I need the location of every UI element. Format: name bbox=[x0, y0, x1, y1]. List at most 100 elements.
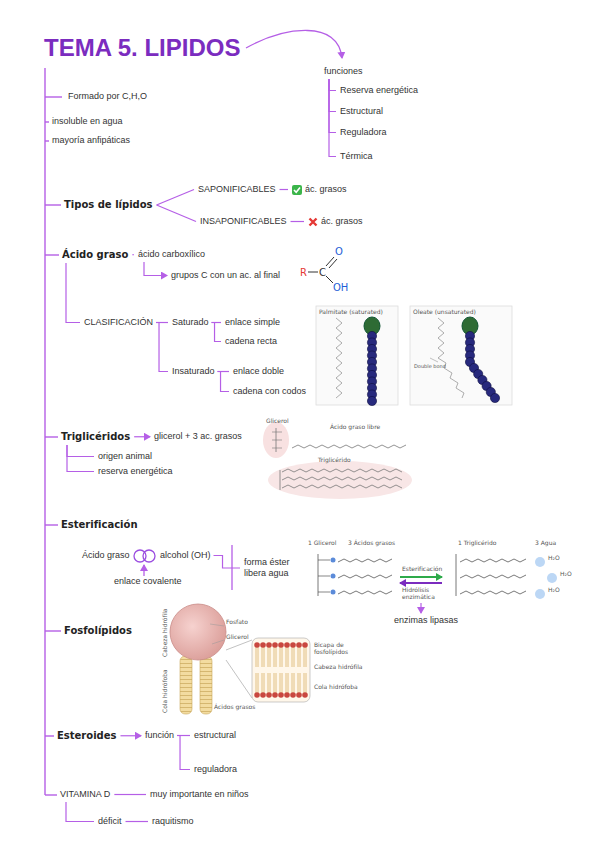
mind-map-node: Formado por C,H,O bbox=[66, 90, 149, 103]
lipid-tail bbox=[294, 673, 295, 693]
lipid-head bbox=[260, 642, 266, 648]
node-text: muy importante en niños bbox=[150, 789, 249, 799]
node-text: ácido carboxílico bbox=[138, 249, 205, 259]
mind-map-node: cadena con codos bbox=[231, 385, 308, 398]
node-text: enlace simple bbox=[225, 317, 280, 327]
lipid-head bbox=[296, 642, 302, 648]
figure-label: Triglicérido bbox=[318, 457, 351, 464]
tree-connector bbox=[329, 79, 336, 132]
node-text: mayoría anfipáticas bbox=[52, 135, 130, 145]
mind-map-node: ác. grasos bbox=[290, 183, 349, 196]
mind-map-node: Esterificación bbox=[59, 518, 140, 532]
lipid-tail bbox=[268, 673, 269, 693]
lipid-head bbox=[254, 692, 260, 698]
node-text: estructural bbox=[194, 730, 236, 740]
mind-map-node: grupos C con un ac. al final bbox=[169, 269, 282, 282]
lipid-head bbox=[302, 692, 308, 698]
tree-connector bbox=[132, 254, 134, 255]
mind-map-node: Estructural bbox=[338, 105, 385, 118]
spine bbox=[45, 68, 62, 795]
lipid-tail bbox=[292, 673, 293, 693]
figure-label: Ácidos grasos bbox=[214, 704, 255, 711]
mind-map-node: función bbox=[143, 729, 176, 742]
figure-label: Ácido graso libre bbox=[330, 424, 380, 431]
lipid-tail bbox=[282, 647, 283, 667]
lipid-tail bbox=[256, 647, 257, 667]
lipid-head bbox=[278, 642, 284, 648]
lipid-tail bbox=[304, 647, 305, 667]
node-text: Esterificación bbox=[61, 519, 138, 530]
mind-map-node: enzimas lipasas bbox=[392, 614, 460, 627]
lipid-tail bbox=[276, 647, 277, 667]
node-text: SAPONIFICABLES bbox=[198, 184, 276, 194]
carbon-atom bbox=[490, 393, 499, 402]
node-text: Fosfolípidos bbox=[64, 625, 132, 636]
node-text: INSAPONIFICABLES bbox=[200, 216, 287, 226]
figure-label: 3 Agua bbox=[535, 540, 556, 547]
mind-map-node: Triglicéridos bbox=[59, 430, 132, 444]
lipid-tail bbox=[306, 673, 307, 693]
lipid-tail bbox=[298, 673, 299, 693]
lipid-tail bbox=[258, 673, 259, 693]
node-text: enlace doble bbox=[233, 366, 284, 376]
check-box bbox=[292, 185, 302, 195]
figure-label: 1 Glicerol bbox=[308, 540, 336, 547]
mind-map-node: insoluble en agua bbox=[50, 115, 125, 128]
lipid-tail bbox=[294, 647, 295, 667]
tree-connector bbox=[66, 802, 94, 821]
lipid-tail bbox=[288, 647, 289, 667]
mind-map-node: Tipos de lípidos bbox=[62, 198, 155, 212]
lipid-head bbox=[290, 692, 296, 698]
figure-label: Glicerol bbox=[266, 418, 289, 425]
lipid-head bbox=[284, 692, 290, 698]
mind-map-node: reguladora bbox=[192, 763, 239, 776]
node-text: raquitismo bbox=[152, 816, 194, 826]
figure-label: 3 Ácidos grasos bbox=[348, 540, 395, 547]
node-text: enlace covalente bbox=[114, 576, 182, 586]
node-text: Térmica bbox=[340, 151, 373, 161]
figure-label: R bbox=[300, 267, 307, 278]
mind-map-node: raquitismo bbox=[150, 815, 196, 828]
lipid-tail bbox=[262, 647, 263, 667]
figure-label: OH bbox=[333, 282, 348, 293]
lipid-head bbox=[290, 642, 296, 648]
node-text: reserva energética bbox=[98, 466, 173, 476]
tree-connector bbox=[67, 445, 94, 472]
tree-connector bbox=[144, 262, 167, 275]
node-text: función bbox=[145, 730, 174, 740]
esterification-figure bbox=[318, 554, 557, 613]
tree-connector bbox=[212, 323, 221, 342]
lipid-tail bbox=[262, 673, 263, 693]
tree-connector bbox=[329, 79, 336, 156]
node-text: ác. grasos bbox=[305, 184, 347, 194]
figure-label: H₂O bbox=[560, 571, 572, 578]
figure-label: Cabeza hidrófila bbox=[314, 664, 363, 671]
mind-map-node: forma éster libera agua bbox=[242, 556, 302, 580]
figure-label: Cabeza hidrófila bbox=[162, 608, 169, 657]
triglyceride-figure bbox=[263, 422, 412, 499]
lipid-tail bbox=[264, 673, 265, 693]
mind-map-node: Reserva energética bbox=[338, 84, 420, 97]
phospholipid-figure bbox=[170, 604, 310, 714]
figure-label: O bbox=[335, 246, 343, 257]
bilayer-heads bbox=[254, 642, 308, 698]
node-text: funciones bbox=[324, 66, 363, 76]
lipid-tail bbox=[270, 647, 271, 667]
node-text: grupos C con un ac. al final bbox=[171, 270, 280, 280]
figure-label: Glicerol bbox=[226, 634, 249, 641]
mind-map-node: CLASIFICACIÓN bbox=[82, 316, 155, 329]
figure-label: Cola hidrófoba bbox=[314, 684, 358, 691]
tree-connector bbox=[177, 736, 190, 770]
mind-map-node: VITAMINA D bbox=[58, 788, 112, 801]
mind-map-node: ác. grasos bbox=[306, 215, 365, 228]
figure-label: Palmitate (saturated) bbox=[319, 309, 383, 316]
node-text: cadena con codos bbox=[233, 386, 306, 396]
lipid-tail bbox=[270, 673, 271, 693]
lipid-head bbox=[254, 642, 260, 648]
carboxyl-formula bbox=[308, 257, 337, 283]
node-text: cadena recta bbox=[225, 336, 277, 346]
node-text: glicerol + 3 ac. grasos bbox=[154, 431, 242, 441]
tree-connector bbox=[114, 794, 146, 795]
